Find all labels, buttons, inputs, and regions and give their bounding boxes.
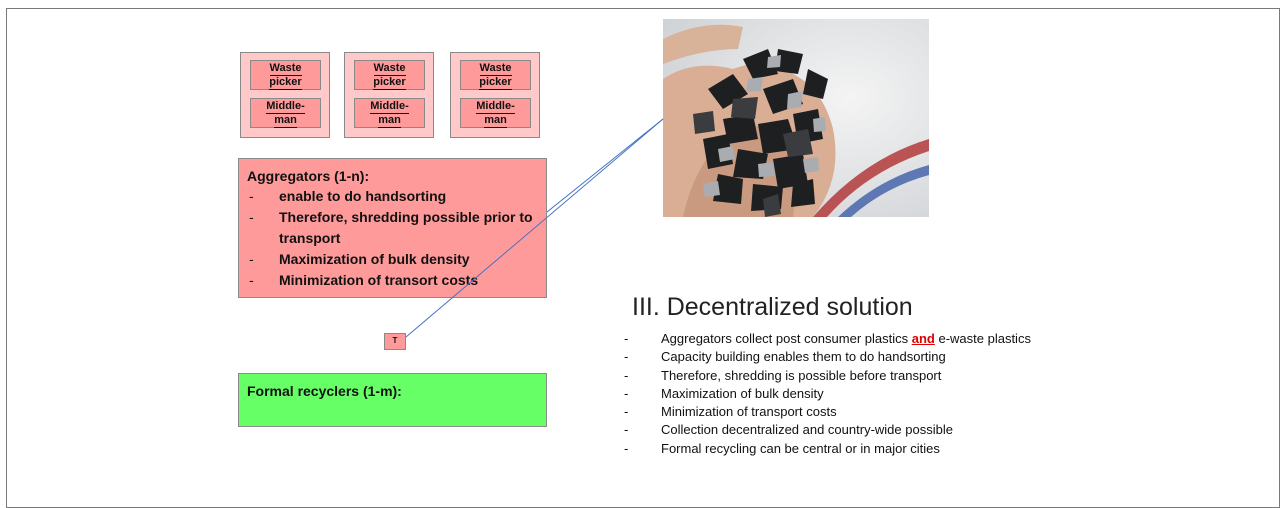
- solution-item: Collection decentralized and country-wid…: [622, 421, 1062, 440]
- aggregators-item: Minimization of transort costs: [247, 270, 538, 291]
- connector-transport-to-photo: [405, 118, 664, 338]
- solution-item: Therefore, shredding is possible before …: [622, 367, 1062, 386]
- shredded-plastic-photo: [663, 19, 929, 217]
- waste-picker-label-line2: picker: [269, 76, 302, 90]
- solution-item-text: Aggregators collect post consumer plasti…: [661, 331, 912, 346]
- collector-group-3: Waste picker Middle- man: [450, 52, 540, 138]
- collector-group-2: Waste picker Middle- man: [344, 52, 434, 138]
- aggregators-item: Maximization of bulk density: [247, 249, 538, 270]
- middleman-box: Middle- man: [354, 98, 425, 128]
- highlight-and: and: [911, 331, 935, 346]
- solution-heading: III. Decentralized solution: [632, 293, 913, 321]
- aggregators-item: Therefore, shredding possible prior to t…: [247, 207, 538, 249]
- middleman-label-line1: Middle-: [476, 100, 515, 114]
- transport-box: T: [384, 333, 406, 350]
- connector-aggregators-to-photo: [546, 118, 664, 213]
- aggregators-list: enable to do handsorting Therefore, shre…: [247, 186, 538, 291]
- waste-picker-box: Waste picker: [250, 60, 321, 90]
- waste-picker-box: Waste picker: [460, 60, 531, 90]
- middleman-label-line2: man: [484, 114, 507, 128]
- solution-item: Formal recycling can be central or in ma…: [622, 440, 1062, 459]
- waste-picker-box: Waste picker: [354, 60, 425, 90]
- waste-picker-label-line2: picker: [373, 76, 406, 90]
- solution-item: Minimization of transport costs: [622, 403, 1062, 422]
- collector-group-1: Waste picker Middle- man: [240, 52, 330, 138]
- middleman-label-line2: man: [274, 114, 297, 128]
- waste-picker-label-line1: Waste: [373, 62, 406, 76]
- aggregators-box: Aggregators (1-n): enable to do handsort…: [238, 158, 547, 298]
- solution-list: Aggregators collect post consumer plasti…: [622, 330, 1062, 458]
- waste-picker-label-line1: Waste: [269, 62, 302, 76]
- middleman-label-line1: Middle-: [370, 100, 409, 114]
- middleman-box: Middle- man: [460, 98, 531, 128]
- solution-item-text: e-waste plastics: [934, 331, 1031, 346]
- waste-picker-label-line2: picker: [479, 76, 512, 90]
- aggregators-title: Aggregators (1-n):: [247, 168, 370, 184]
- middleman-label-line2: man: [378, 114, 401, 128]
- formal-recyclers-box: Formal recyclers (1-m):: [238, 373, 547, 427]
- aggregators-item: enable to do handsorting: [247, 186, 538, 207]
- solution-item: Aggregators collect post consumer plasti…: [622, 330, 1062, 349]
- solution-item: Capacity building enables them to do han…: [622, 348, 1062, 367]
- middleman-box: Middle- man: [250, 98, 321, 128]
- solution-item: Maximization of bulk density: [622, 385, 1062, 404]
- waste-picker-label-line1: Waste: [479, 62, 512, 76]
- middleman-label-line1: Middle-: [266, 100, 305, 114]
